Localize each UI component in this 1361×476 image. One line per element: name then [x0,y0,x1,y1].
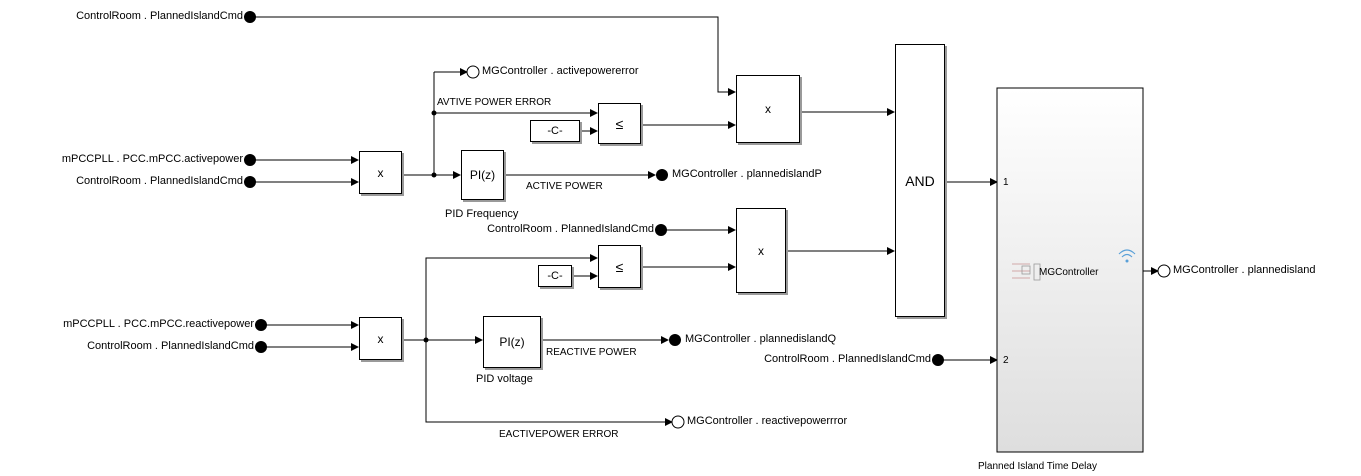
signal-active-error-label: AVTIVE POWER ERROR [437,97,552,108]
pid-voltage-name: PID voltage [476,373,533,385]
goto-reactive-error-label[interactable]: MGController . reactivepowerrror [687,415,848,427]
compare-label: ≤ [615,115,624,132]
subsystem-inner-label: MGController [1039,267,1099,278]
from-reactive-cmd-label[interactable]: ControlRoom . PlannedIslandCmd [87,340,254,352]
goto-planned-p-label[interactable]: MGController . plannedislandP [672,168,822,180]
product-label: x [765,102,771,116]
time-delay-subsystem-body[interactable] [996,87,1144,453]
compare-label: ≤ [615,258,624,275]
from-top-cmd-label[interactable]: ControlRoom . PlannedIslandCmd [76,10,243,22]
subsystem-mini-icon [1012,263,1041,281]
product-label: x [377,331,384,346]
compare-block-2[interactable]: ≤ [598,245,641,288]
from-mid-cmd-label[interactable]: ControlRoom . PlannedIslandCmd [487,223,654,235]
compare-block-1[interactable]: ≤ [598,103,641,144]
and-label: AND [905,172,935,189]
pid-frequency-name: PID Frequency [445,208,519,220]
from-active-power-label[interactable]: mPCCPLL . PCC.mPCC.activepower [61,153,243,165]
goto-planned-q-label[interactable]: MGController . plannedislandQ [685,333,837,345]
signal-lines [250,16,1159,426]
active-product-block[interactable]: x [359,151,402,194]
and-block[interactable]: AND [895,44,945,317]
signal-active-power-label: ACTIVE POWER [526,181,603,192]
goto-active-error-label[interactable]: MGController . activepowererror [482,65,639,77]
from-reactive-power-label[interactable]: mPCCPLL . PCC.mPCC.reactivepower [63,318,254,330]
constant-label: -C- [547,125,563,137]
mid-product-block[interactable]: x [736,208,786,293]
constant-label: -C- [547,270,563,282]
from-active-cmd-label[interactable]: ControlRoom . PlannedIslandCmd [76,175,243,187]
signal-logging-icon [1118,249,1136,263]
pid-frequency-block[interactable]: PI(z) [461,150,504,200]
product-label: x [377,165,384,180]
port-markers [244,11,1171,429]
junction-dots [423,110,437,343]
subsystem-port-1-label: 1 [1003,177,1009,188]
signal-reactive-error-label: EACTIVEPOWER ERROR [499,429,619,440]
reactive-product-block[interactable]: x [359,317,402,360]
top-product-block[interactable]: x [736,75,800,143]
product-label: x [758,243,764,258]
pid-voltage-block[interactable]: PI(z) [483,316,541,368]
outport-planned-island-label[interactable]: MGController . plannedisland [1173,264,1316,276]
from-delay-cmd-label[interactable]: ControlRoom . PlannedIslandCmd [764,353,931,365]
time-delay-name: Planned Island Time Delay [978,461,1097,472]
pi-label: PI(z) [469,168,496,182]
pi-label: PI(z) [499,335,525,349]
signal-reactive-power-label: REACTIVE POWER [546,347,637,358]
subsystem-port-2-label: 2 [1003,355,1009,366]
constant-block-2[interactable]: -C- [538,265,572,287]
constant-block-1[interactable]: -C- [530,120,580,142]
